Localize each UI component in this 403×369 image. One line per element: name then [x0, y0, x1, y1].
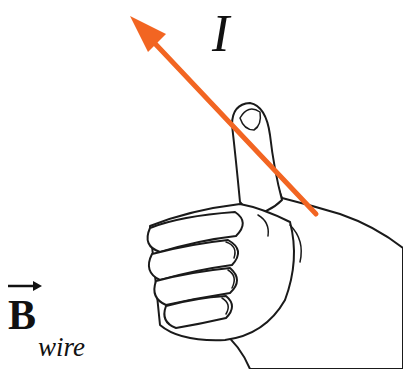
current-label: I: [212, 8, 229, 60]
vector-arrow: [8, 281, 42, 291]
field-subscript: wire: [38, 334, 85, 361]
field-symbol: B: [8, 294, 36, 336]
